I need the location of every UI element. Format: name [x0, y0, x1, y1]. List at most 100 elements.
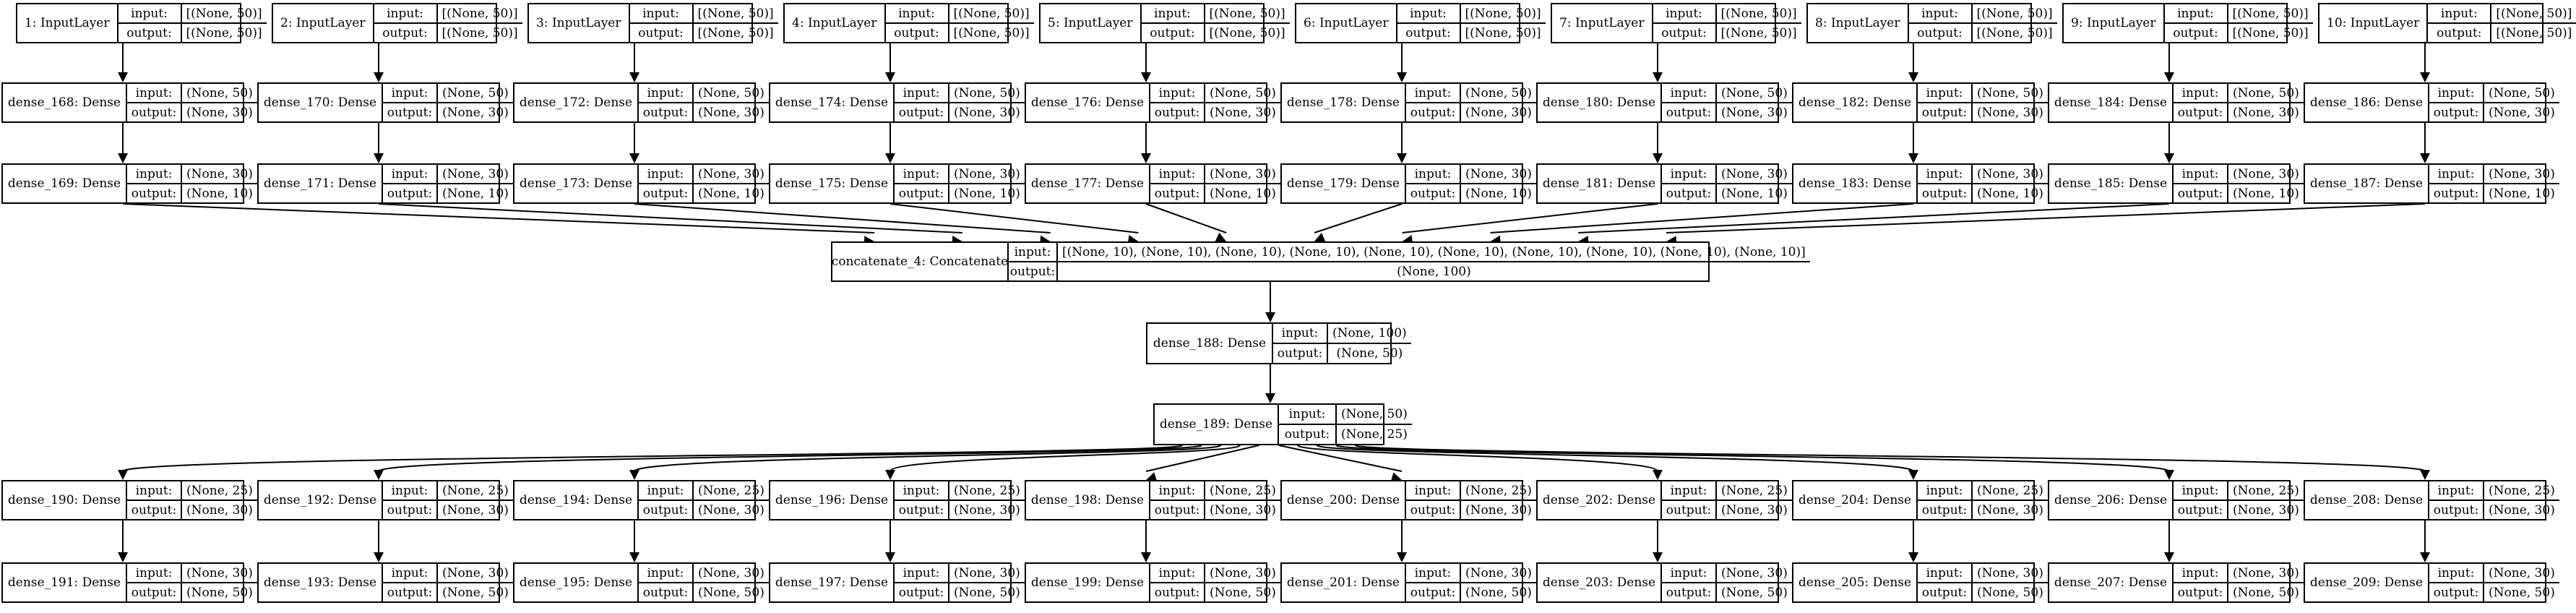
output-shape: (None, 50) — [1210, 585, 1276, 600]
input-row: input:[(None, 50)] — [1909, 4, 2057, 22]
output-shape: (None, 10) — [2233, 186, 2299, 201]
layer-name: 2: InputLayer — [273, 4, 374, 42]
output-shape: (None, 10) — [442, 186, 509, 201]
output-row: output:[(None, 50)] — [629, 22, 778, 42]
input-shape: (None, 25) — [1721, 483, 1788, 498]
output-label: output: — [1918, 501, 1973, 519]
output-row: output:(None, 30) — [1406, 500, 1536, 519]
output-label: output: — [2174, 184, 2228, 202]
output-label: output: — [639, 583, 694, 601]
output-row: output:(None, 10) — [2429, 183, 2559, 202]
input-shape: (None, 50) — [2489, 85, 2555, 100]
output-shape: (None, 50) — [186, 585, 253, 600]
layer-name: dense_207: Dense — [2049, 564, 2174, 601]
edge-17 — [2164, 43, 2174, 82]
input-label: input: — [1909, 4, 1973, 22]
input-row: input:[(None, 50)] — [886, 4, 1034, 22]
layer-name: dense_180: Dense — [1538, 84, 1662, 121]
output-row: output:(None, 50) — [383, 582, 513, 601]
input-label: input: — [639, 165, 694, 183]
input-label: input: — [1142, 4, 1205, 22]
edge-3 — [374, 43, 384, 82]
output-row: output:(None, 30) — [895, 500, 1025, 519]
input-row: input:[(None, 50)] — [374, 4, 522, 22]
edge-5 — [629, 43, 639, 82]
input-label: input: — [1150, 564, 1205, 582]
output-shape: (None, 30) — [698, 105, 764, 120]
output-shape: (None, 30) — [1721, 502, 1788, 518]
edge-38 — [1278, 445, 1403, 482]
output-row: output:[(None, 50)] — [2164, 22, 2313, 42]
edge-42 — [1355, 445, 2430, 480]
output-label: output: — [2165, 24, 2228, 42]
layer-name: dense_192: Dense — [259, 481, 383, 519]
input-label: input: — [1273, 324, 1328, 343]
input-label: input: — [127, 564, 182, 582]
input-label: input: — [1918, 481, 1973, 500]
output-row: output:(None, 10) — [127, 183, 257, 202]
edge-20 — [2420, 123, 2430, 163]
input-row: input:(None, 50) — [383, 84, 513, 102]
layer-name: concatenate_4: Concatenate — [832, 243, 1009, 280]
input-shape: (None, 50) — [1721, 85, 1788, 100]
layer-name: dense_193: Dense — [259, 564, 383, 601]
output-label: output: — [127, 501, 182, 519]
input-row: input:(None, 30) — [895, 165, 1025, 183]
output-row: output:[(None, 50)] — [1141, 22, 1290, 42]
